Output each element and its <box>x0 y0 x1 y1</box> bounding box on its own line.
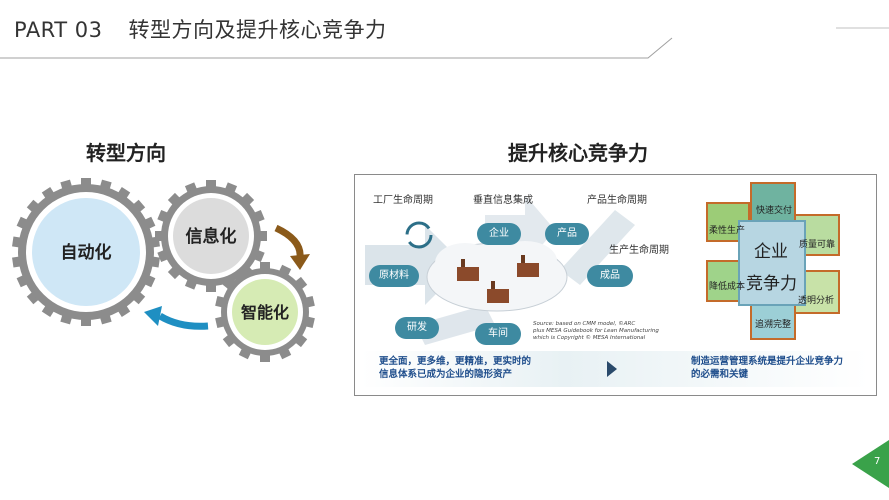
factory-icon <box>517 255 539 277</box>
competitiveness-cube <box>706 182 840 340</box>
node-enterprise: 企业 <box>477 223 521 245</box>
page-corner-triangle <box>852 440 889 488</box>
gear-tooth <box>81 178 91 188</box>
arrow-brown-head-icon <box>290 254 310 270</box>
gears-diagram: 自动化 信息化 智能化 <box>12 178 315 362</box>
gear-tooth <box>260 262 270 272</box>
part-number: PART 03 <box>14 18 103 42</box>
node-raw-material: 原材料 <box>369 265 419 287</box>
arrow-blue-icon <box>158 312 209 330</box>
summary-left-line-2: 信息体系已成为企业的隐形资产 <box>379 369 513 380</box>
arrow-blue-head-icon <box>144 306 162 326</box>
panel-graphics <box>365 182 840 345</box>
left-section-title: 转型方向 <box>86 141 166 165</box>
summary-right-line-1: 制造运营管理系统是提升企业竞争力 <box>691 356 844 367</box>
cube-flexible-production: 柔性生产 <box>709 226 746 236</box>
cube-core-competitiveness: 竞争力 <box>746 274 797 294</box>
summary-left: 更全面，更多维，更精准，更实时的 信息体系已成为企业的隐形资产 <box>379 355 531 381</box>
right-section-title: 提升核心竞争力 <box>508 141 648 165</box>
node-workshop: 车间 <box>475 323 521 345</box>
product-lifecycle-label: 产品生命周期 <box>587 195 647 206</box>
gear-tooth <box>260 352 270 362</box>
factory-icon <box>487 281 509 303</box>
competitiveness-panel: 工厂生命周期 垂直信息集成 产品生命周期 生产生命周期 企业 产品 原材料 成品… <box>354 174 877 396</box>
summary-right-line-2: 的必需和关键 <box>691 369 749 380</box>
gear-intelligence <box>221 268 309 356</box>
cube-cost-reduction: 降低成本 <box>709 282 746 292</box>
summary-left-line-1: 更全面，更多维，更精准，更实时的 <box>379 356 532 367</box>
gear-informatization <box>161 186 261 286</box>
gear-informatization-label: 信息化 <box>186 226 237 247</box>
play-arrow-icon <box>607 361 617 377</box>
cube-core-enterprise: 企业 <box>754 242 788 262</box>
page-number: 7 <box>874 456 881 467</box>
cube-complete-traceability: 追溯完整 <box>755 320 792 330</box>
arrow-brown-icon <box>274 224 304 259</box>
node-finished: 成品 <box>587 265 633 287</box>
factory-lifecycle-label: 工厂生命周期 <box>373 195 433 206</box>
gear-tooth <box>81 316 91 326</box>
node-product: 产品 <box>545 223 589 245</box>
summary-bar: 更全面，更多维，更精准，更实时的 信息体系已成为企业的隐形资产 制造运营管理系统… <box>361 351 869 387</box>
cube-transparent-analysis: 透明分析 <box>798 296 835 306</box>
header-divider <box>0 27 889 59</box>
summary-right: 制造运营管理系统是提升企业竞争力 的必需和关键 <box>691 355 843 381</box>
node-rd: 研发 <box>395 317 439 339</box>
cycle-icon <box>405 221 433 249</box>
cube-fast-delivery: 快速交付 <box>756 206 793 216</box>
gear-intelligence-label: 智能化 <box>241 303 289 322</box>
source-note-1: Source: based on CMM model, ©ARC <box>533 321 636 327</box>
cube-reliable-quality: 质量可靠 <box>799 240 836 250</box>
gear-tooth <box>206 180 216 190</box>
factory-icon <box>457 259 479 281</box>
title-text: 转型方向及提升核心竞争力 <box>128 18 387 42</box>
gear-automation-label: 自动化 <box>61 242 112 263</box>
production-lifecycle-label: 生产生命周期 <box>609 245 669 256</box>
source-note-2: plus MESA Guidebook for Lean Manufacturi… <box>533 328 659 334</box>
vertical-integration-label: 垂直信息集成 <box>473 195 533 206</box>
source-note-3: which is Copyright © MESA International <box>533 335 646 341</box>
slide-title: PART 03 转型方向及提升核心竞争力 <box>14 14 386 44</box>
gear-tooth <box>206 282 216 292</box>
gear-automation <box>18 184 154 320</box>
